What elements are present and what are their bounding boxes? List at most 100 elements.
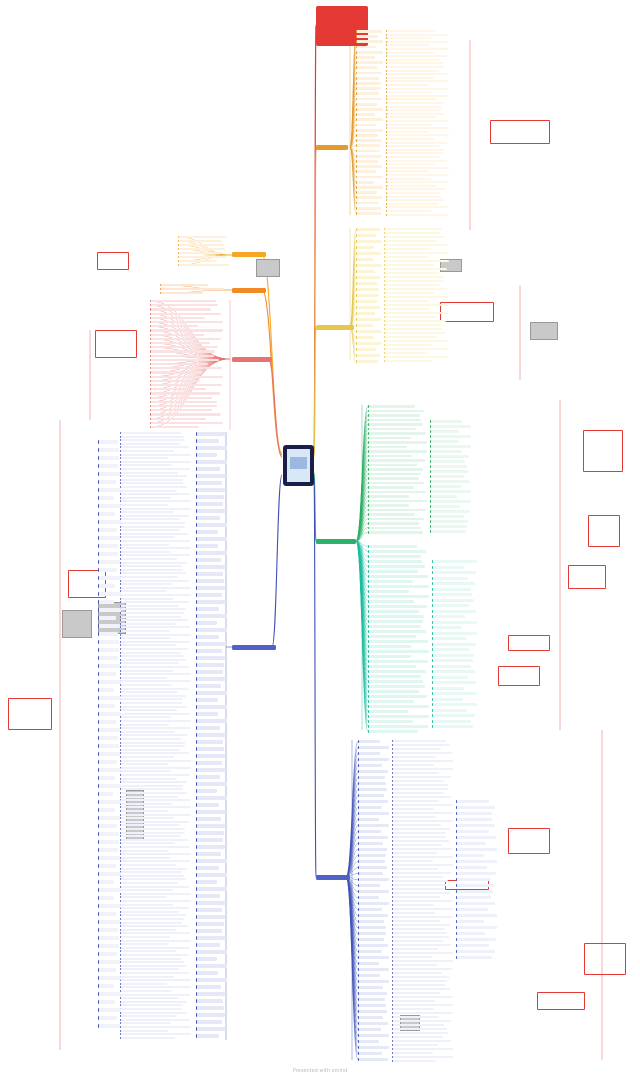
node-blue-left-l1-item[interactable]	[196, 579, 224, 583]
node-yellow-l2-item[interactable]	[384, 240, 437, 243]
node-blue-left-l2-item[interactable]	[120, 612, 184, 614]
node-teal-l2-item[interactable]	[432, 670, 475, 673]
node-blue-left-l1-item[interactable]	[196, 978, 227, 982]
node-blue-left-l2-item[interactable]	[120, 460, 191, 463]
node-blue-left-l2-item[interactable]	[120, 687, 190, 690]
node-red-left-item[interactable]	[150, 417, 206, 420]
node-blue-left-l2-item[interactable]	[120, 525, 185, 528]
node-orange-l2-item[interactable]	[386, 91, 432, 94]
node-blue-right-l1-item[interactable]	[358, 854, 386, 858]
node-yellow-l1-item[interactable]	[356, 288, 379, 292]
node-yellow-l1-item[interactable]	[356, 300, 378, 304]
node-blue-left-l2-item[interactable]	[120, 748, 180, 751]
node-blue-right-l2-item[interactable]	[392, 964, 438, 967]
node-blue-left-l2-item[interactable]	[120, 630, 170, 632]
node-blue-left-l2-item[interactable]	[120, 561, 188, 564]
node-blue-left-l2-item[interactable]	[120, 900, 191, 902]
node-yellow-l1-item[interactable]	[356, 282, 378, 286]
node-blue-left-l3-item[interactable]	[98, 992, 121, 997]
node-blue-left-l2-item[interactable]	[120, 918, 184, 920]
node-teal-l2-item[interactable]	[432, 675, 468, 679]
node-blue-left-l1-item[interactable]	[196, 544, 218, 548]
node-blue-left-l2-item[interactable]	[120, 1033, 191, 1036]
node-yellow-l1-item[interactable]	[356, 306, 381, 310]
node-blue-left-l2-item[interactable]	[120, 907, 190, 910]
node-blue-right-l2-item[interactable]	[392, 856, 453, 859]
node-teal-l1-item[interactable]	[368, 665, 416, 668]
node-blue-left-l3-item[interactable]	[98, 800, 121, 805]
node-teal-l2-item[interactable]	[432, 642, 476, 646]
node-blue-left-l1-item[interactable]	[196, 530, 218, 534]
node-blue-right-l1-item[interactable]	[358, 962, 380, 966]
node-blue-left-l3-item[interactable]	[98, 968, 116, 973]
node-blue-right-l1-item[interactable]	[358, 950, 382, 954]
node-blue-right-l1-item[interactable]	[358, 1052, 382, 1056]
node-blue-left-l3-item[interactable]	[98, 568, 117, 573]
node-blue-right-l3-item[interactable]	[456, 842, 486, 846]
node-blue-right-l3-item[interactable]	[456, 890, 494, 894]
node-blue-right-l2-item[interactable]	[392, 784, 448, 787]
node-blue-left-l1-item[interactable]	[196, 908, 223, 912]
node-blue-right-l2-item[interactable]	[392, 988, 450, 991]
node-teal-l1-item[interactable]	[368, 580, 413, 583]
node-teal-l1-item[interactable]	[368, 645, 411, 648]
node-blue-right-l1-item[interactable]	[358, 878, 389, 882]
node-blue-left-l2-item[interactable]	[120, 712, 190, 715]
node-blue-right-l2-item[interactable]	[392, 1004, 453, 1007]
node-blue-right-l2-item[interactable]	[392, 932, 447, 935]
node-blue-left-l2-item[interactable]	[120, 558, 177, 560]
node-blue-right-l2-item[interactable]	[392, 1040, 452, 1043]
node-blue-right-l2-item[interactable]	[392, 1000, 436, 1003]
node-blue-left-l2-item[interactable]	[120, 489, 178, 492]
node-green-l1-item[interactable]	[368, 486, 415, 489]
node-yellow-l1-item[interactable]	[356, 330, 381, 334]
node-green-l1-item[interactable]	[368, 441, 427, 444]
node-blue-left-l3-item[interactable]	[98, 1024, 120, 1029]
node-blue-left-l2-item[interactable]	[120, 619, 188, 622]
node-blue-right-l1-item[interactable]	[358, 968, 389, 972]
node-blue-left-l1-item[interactable]	[196, 761, 223, 765]
node-blue-right-l1-item[interactable]	[358, 1046, 389, 1050]
node-blue-left-l3-item[interactable]	[98, 864, 117, 869]
node-blue-right-l3-item[interactable]	[456, 956, 492, 960]
node-blue-left-l3-item[interactable]	[98, 944, 120, 949]
node-blue-right-l1-item[interactable]	[358, 800, 389, 804]
node-teal-l1-item[interactable]	[368, 705, 429, 708]
node-blue-right-l2-item[interactable]	[392, 1060, 437, 1063]
node-blue-left-l3-item[interactable]	[98, 704, 115, 709]
node-orange-left-item[interactable]	[178, 236, 227, 239]
node-green-l1-item[interactable]	[368, 463, 418, 466]
node-blue-left-l2-item[interactable]	[120, 702, 182, 704]
node-orange-left-item[interactable]	[178, 252, 221, 255]
node-blue-left-l1-item[interactable]	[196, 733, 226, 737]
node-blue-left-l2-item[interactable]	[120, 468, 190, 470]
node-red-left-item[interactable]	[150, 312, 221, 315]
node-blue-left-l2-item[interactable]	[120, 824, 180, 827]
node-orange-left-item[interactable]	[178, 244, 225, 247]
node-green-l1-item[interactable]	[368, 432, 426, 435]
node-red-left-item[interactable]	[150, 350, 216, 353]
node-green-l2-item[interactable]	[430, 440, 459, 443]
node-blue-right-l1-item[interactable]	[358, 752, 380, 756]
node-blue-right-l2-item[interactable]	[392, 996, 453, 999]
node-blue-left-l1-item[interactable]	[196, 474, 227, 478]
node-blue-right-l3-item[interactable]	[456, 932, 486, 936]
node-blue-left-l2-item[interactable]	[120, 752, 189, 755]
node-blue-right-l2-item[interactable]	[392, 936, 449, 939]
node-blue-right-l3-item[interactable]	[456, 920, 485, 924]
node-blue-left-l1-item[interactable]	[196, 537, 227, 541]
node-blue-right-l2-item[interactable]	[392, 852, 437, 855]
node-teal-l1-item[interactable]	[368, 700, 414, 703]
node-blue-right-l1-item[interactable]	[358, 1058, 389, 1062]
node-blue-left-l2-item[interactable]	[120, 766, 191, 769]
node-blue-right-l2-item[interactable]	[392, 876, 443, 879]
node-blue-right-l1-item[interactable]	[358, 890, 389, 894]
node-orange-l2-item[interactable]	[386, 109, 442, 112]
node-blue-left-l1-item[interactable]	[196, 957, 218, 961]
node-yellow-l2-item[interactable]	[384, 348, 449, 351]
node-blue-left-l1-item[interactable]	[196, 691, 227, 695]
node-blue-left-l2-item[interactable]	[120, 921, 182, 924]
node-orange-left-item[interactable]	[178, 248, 226, 251]
node-blue-right-l2-item[interactable]	[392, 928, 445, 931]
node-blue-right-l1-item[interactable]	[358, 932, 387, 936]
